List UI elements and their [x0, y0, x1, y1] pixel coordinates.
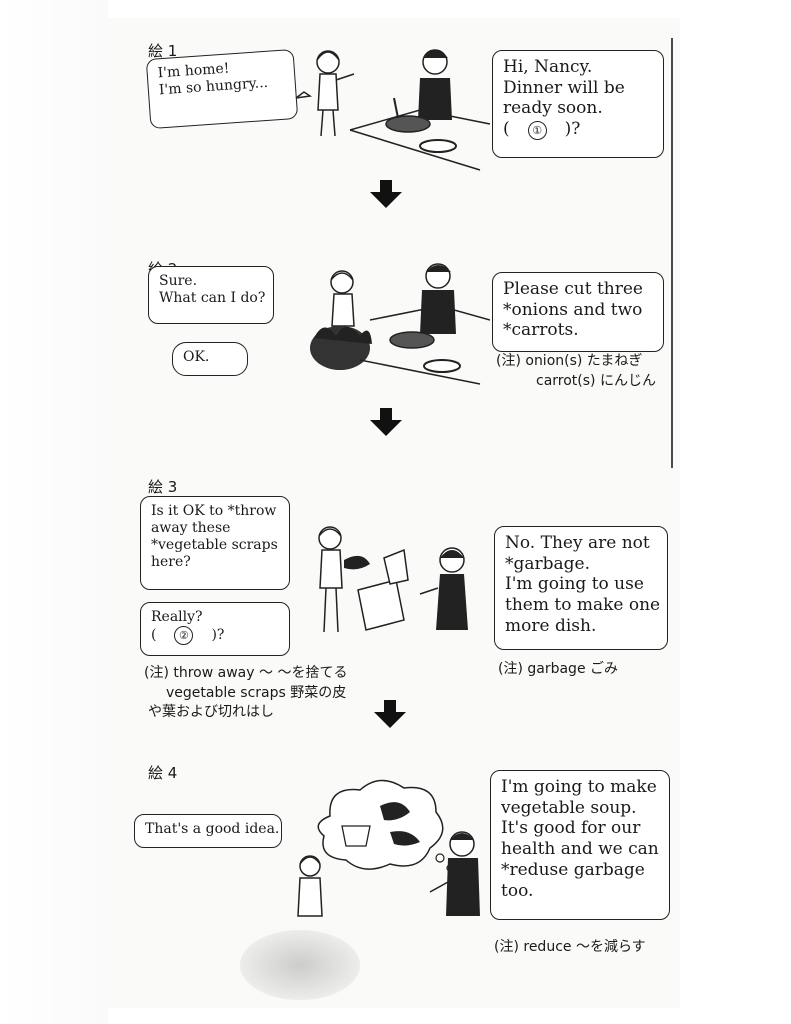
- panel-1-label: 絵 1: [148, 42, 178, 60]
- blank-open: (: [503, 119, 510, 140]
- panel-2-note: (注) onion(s) たまねぎ carrot(s) にんじん: [496, 352, 656, 391]
- panel-3-note-left: (注) throw away ～ ～を捨てる vegetable scraps …: [144, 664, 347, 723]
- panel-3-illustration: [318, 526, 468, 633]
- down-arrow-icon: [370, 408, 402, 436]
- blank-close: )?: [564, 119, 581, 140]
- panel-4-label: 絵 4: [148, 764, 178, 782]
- note-line: や葉および切れはし: [148, 704, 274, 721]
- blank-close: )?: [211, 627, 225, 644]
- bubble-line: That's a good idea.: [145, 821, 280, 837]
- panel-2-father-bubble: Please cut three *onions and two *carrot…: [492, 272, 664, 352]
- page-edge-line: [671, 38, 673, 468]
- bubble-line: It's good for our: [501, 818, 641, 839]
- bubble-line: Really?: [151, 609, 203, 625]
- shadow-smudge: [240, 930, 360, 1000]
- bubble-line: No. They are not: [505, 533, 650, 553]
- down-arrow-icon: [374, 700, 406, 728]
- panel-1-nancy-bubble: I'm home! I'm so hungry...: [145, 48, 299, 130]
- bubble-line: them to make one: [505, 595, 661, 616]
- panel-3-note-right: (注) garbage ごみ: [498, 661, 619, 677]
- blank-2: ( ②)?: [151, 626, 279, 646]
- panel-4-nancy-bubble: That's a good idea.: [134, 814, 282, 848]
- blank-open: (: [151, 627, 157, 644]
- bubble-line: *onions and two: [503, 299, 643, 320]
- panel-2-nancy-bubble: Sure. What can I do?: [148, 266, 274, 324]
- bubble-line: more dish.: [505, 615, 597, 636]
- bubble-line: I'm going to make: [501, 777, 657, 797]
- bubble-line: Is it OK to *throw: [151, 503, 277, 519]
- panel-3-nancy2-bubble: Really? ( ②)?: [140, 602, 290, 656]
- blank-1: ( ①)?: [503, 119, 653, 141]
- panel-4-illustration: [297, 779, 480, 917]
- note-line: carrot(s) にんじん: [536, 372, 656, 389]
- bubble-line: *vegetable scraps: [151, 537, 278, 554]
- bubble-line: health and we can: [501, 839, 659, 860]
- bubble-line: *carrots.: [503, 320, 579, 341]
- bubble-line: Sure.: [159, 273, 198, 289]
- bubble-line: ready soon.: [503, 98, 603, 119]
- down-arrow-icon: [370, 180, 402, 208]
- bubble-line: Dinner will be: [503, 77, 625, 98]
- panel-2-nancy-ok-bubble: OK.: [172, 342, 248, 376]
- note-line: (注) onion(s) たまねぎ: [496, 353, 643, 369]
- panel-1-kitchen-illustration: [295, 49, 491, 171]
- bubble-line: too.: [501, 880, 534, 901]
- bubble-line: Please cut three: [503, 279, 643, 299]
- bubble-line: here?: [151, 554, 191, 571]
- bubble-line: *garbage.: [505, 553, 591, 574]
- panel-3-mother-bubble: No. They are not *garbage. I'm going to …: [494, 526, 668, 650]
- bubble-line: OK.: [183, 349, 210, 365]
- bubble-line: What can I do?: [159, 290, 266, 307]
- panel-2-kitchen-illustration: [310, 263, 490, 385]
- panel-4-note: (注) reduce ～を減らす: [494, 939, 646, 955]
- bubble-line: I'm going to use: [505, 574, 644, 595]
- bubble-line: away these: [151, 520, 231, 537]
- blank-number: ①: [527, 121, 547, 141]
- note-line: vegetable scraps 野菜の皮: [166, 684, 347, 701]
- panel-4-mother-bubble: I'm going to make vegetable soup. It's g…: [490, 770, 670, 920]
- note-line: (注) throw away ～ ～を捨てる: [144, 665, 348, 681]
- bubble-line: Hi, Nancy.: [503, 57, 593, 77]
- bubble-line: *reduse garbage: [501, 859, 645, 880]
- page-margin: [0, 0, 108, 1024]
- panel-3-nancy-bubble: Is it OK to *throw away these *vegetable…: [140, 496, 290, 590]
- blank-number: ②: [174, 626, 194, 646]
- panel-1-father-bubble: Hi, Nancy. Dinner will be ready soon. ( ①…: [492, 50, 664, 158]
- bubble-line: vegetable soup.: [501, 797, 637, 818]
- panel-3-label: 絵 3: [148, 478, 178, 496]
